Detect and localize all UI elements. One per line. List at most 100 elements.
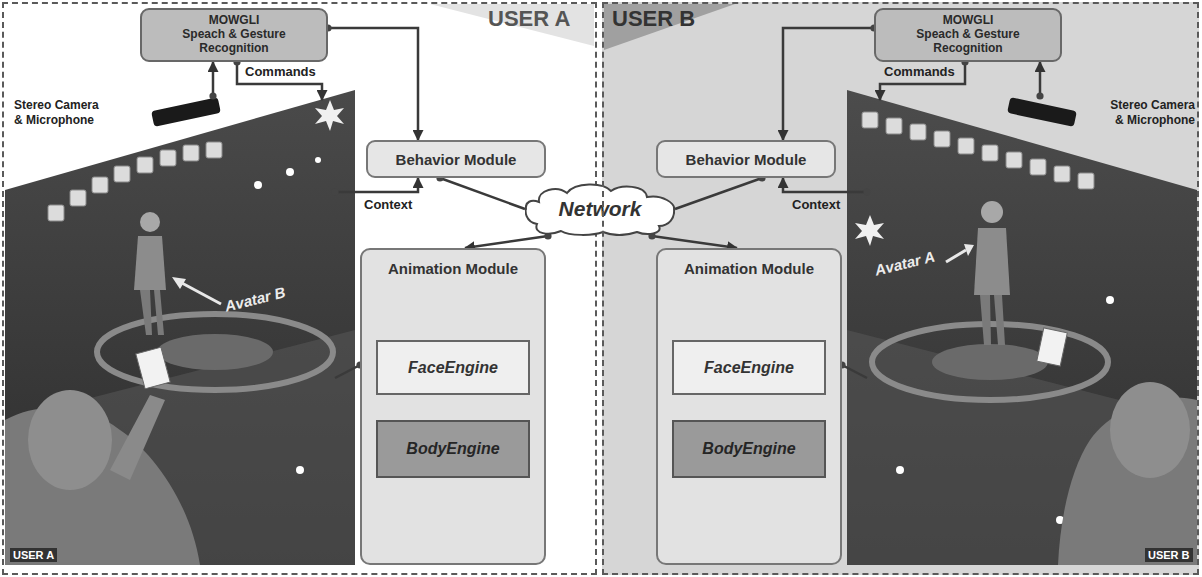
- engine-box: FaceEngine: [376, 340, 530, 395]
- user-label: USER B: [612, 6, 695, 32]
- cloud-shape: [526, 184, 675, 235]
- module-box: Animation ModuleFaceEngineBodyEngine: [656, 248, 842, 565]
- camera: Stereo Camera & Microphone: [14, 96, 219, 138]
- box-title: Behavior Module: [396, 151, 517, 168]
- box-title: MOWGLI: [209, 14, 260, 28]
- icon: [958, 138, 974, 154]
- dot: [1106, 296, 1114, 304]
- connector: [237, 62, 322, 100]
- dot: [286, 168, 294, 176]
- icon: [1030, 159, 1046, 175]
- connector: [465, 236, 548, 248]
- box-title: BodyEngine: [702, 440, 795, 458]
- user-panel: USER B MOWGLISpeach & Gesture Recognition…: [602, 2, 1199, 575]
- connector: [652, 236, 737, 248]
- icon: [934, 131, 950, 147]
- dot: [315, 157, 321, 163]
- user-head: [28, 390, 112, 490]
- corner-triangle: [430, 4, 594, 46]
- module-box: Behavior Module: [656, 140, 836, 178]
- connector: [842, 365, 867, 378]
- leader-head: [172, 277, 186, 289]
- avatar-figure: [974, 201, 1010, 345]
- display-screen: Avatar A USER B: [867, 100, 1197, 565]
- box-title: Animation Module: [658, 260, 840, 277]
- connector-label: Context: [362, 197, 414, 212]
- dot: [896, 466, 904, 474]
- icon: [137, 157, 153, 173]
- floor-disc: [157, 334, 273, 370]
- icon: [114, 166, 130, 182]
- floor: [5, 330, 355, 565]
- avatar-head: [140, 212, 160, 232]
- icon: [862, 112, 878, 128]
- star: [315, 100, 344, 131]
- leader-head: [964, 244, 974, 256]
- connector: [335, 365, 360, 378]
- icon: [160, 150, 176, 166]
- connector: [783, 28, 874, 140]
- box-title: FaceEngine: [408, 359, 498, 377]
- floor-ring: [97, 314, 333, 390]
- box-title: MOWGLI: [943, 14, 994, 28]
- card: [1037, 328, 1068, 366]
- box-title: Network: [559, 197, 642, 221]
- icon: [1006, 152, 1022, 168]
- icon: [1078, 173, 1094, 189]
- star: [855, 215, 884, 246]
- camera: Stereo Camera & Microphone: [1000, 96, 1195, 138]
- icon: [982, 145, 998, 161]
- module-box: Behavior Module: [366, 140, 546, 178]
- display-wall: [5, 90, 355, 565]
- leader-arrow: [946, 250, 966, 262]
- floor-disc: [932, 344, 1048, 380]
- icon-arc: [48, 142, 222, 221]
- icon: [183, 145, 199, 161]
- avatar-label: Avatar B: [223, 283, 287, 314]
- icon: [886, 118, 902, 134]
- recognition-box: MOWGLISpeach & Gesture Recognition: [874, 8, 1062, 62]
- dot: [254, 181, 262, 189]
- user-head: [1110, 382, 1190, 478]
- engine-box: BodyEngine: [672, 420, 826, 478]
- icon: [48, 205, 64, 221]
- user-photo: [5, 347, 200, 565]
- box-subtitle: Speach & Gesture Recognition: [148, 28, 320, 56]
- connector: [783, 178, 867, 192]
- avatar-legs: [980, 295, 1005, 345]
- icon: [92, 177, 108, 193]
- floor: [847, 330, 1197, 565]
- avatar-label: Avatar A: [873, 247, 936, 278]
- leader-arrow: [180, 282, 221, 304]
- screen-a: [5, 90, 355, 565]
- panel-ground: [602, 2, 1199, 575]
- connector: [440, 178, 525, 209]
- box-title: BodyEngine: [406, 440, 499, 458]
- user-label: USER A: [488, 6, 570, 32]
- screen-b: [847, 90, 1197, 565]
- connector: [1039, 62, 1042, 96]
- avatar-body: [974, 228, 1010, 295]
- icon: [206, 142, 222, 158]
- photo-label: USER B: [1145, 548, 1193, 562]
- connector-label: Commands: [243, 64, 318, 79]
- engine-box: BodyEngine: [376, 420, 530, 478]
- connector: [335, 178, 418, 192]
- card: [136, 347, 170, 389]
- connector-label: Commands: [882, 64, 957, 79]
- avatar-body: [134, 236, 166, 290]
- camera-icon: [1007, 97, 1077, 127]
- recognition-box: MOWGLISpeach & Gesture Recognition: [140, 8, 328, 62]
- avatar-head: [981, 201, 1003, 223]
- avatar-legs: [140, 290, 164, 335]
- camera-icon: [151, 97, 221, 127]
- box-title: FaceEngine: [704, 359, 794, 377]
- network-cloud: Network: [525, 182, 675, 236]
- connector: [328, 28, 418, 140]
- connector: [212, 62, 215, 96]
- connector-label: Context: [790, 197, 842, 212]
- icon: [1054, 166, 1070, 182]
- display-wall: [847, 90, 1197, 565]
- corner-triangle: [604, 4, 735, 50]
